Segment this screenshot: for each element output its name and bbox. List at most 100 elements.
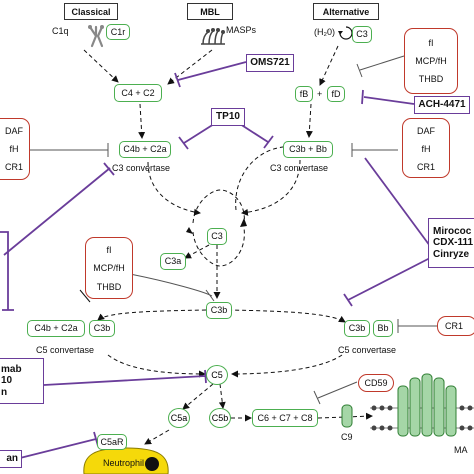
c9-label: C9 — [341, 432, 353, 442]
c1q-label: C1q — [52, 26, 69, 36]
tp10-inhibit-right — [239, 123, 274, 149]
alt-regulator-box: fI MCP/fH THBD — [404, 28, 458, 94]
right-reg-inhibit — [351, 143, 398, 157]
c5-left-c3b-box: C3b — [89, 320, 115, 337]
c3b-bb-box: C3b + Bb — [283, 141, 333, 158]
c3-center-box: C3 — [207, 228, 227, 245]
c4b-c2a-box: C4b + C2a — [119, 141, 171, 158]
left-drug-box: mab 10 n — [0, 358, 44, 404]
regulator-cd59: CD59 — [364, 378, 388, 388]
left-bottom-drug-line — [43, 369, 207, 386]
tp10-inhibit-left — [178, 123, 215, 150]
regulator-daf: DAF — [5, 126, 23, 136]
oms721-inhibit — [174, 61, 247, 88]
mac-label: MA — [454, 445, 468, 455]
neutrophil-label: Neutrophil — [103, 458, 145, 468]
alt-reg-inhibit — [356, 55, 405, 78]
c5-to-c5b-arrow — [218, 383, 226, 409]
regulator-fi-center: fI — [106, 245, 112, 255]
c5-right-bb-box: Bb — [373, 320, 393, 337]
oms721-drug-box: OMS721 — [246, 54, 294, 72]
masps-to-c4c2-arrow — [167, 49, 213, 85]
c4c2-to-c4bc2a-arrow — [138, 103, 146, 139]
mbl-pathway-label: MBL — [187, 3, 233, 20]
c1-to-c4c2-arrow — [83, 49, 119, 83]
center-regulator-box: fI MCP/fH THBD — [85, 237, 133, 299]
c3conv-left-arrow — [147, 161, 201, 216]
c5a-to-receptor-arrow — [144, 429, 170, 445]
c3-to-fb-arrow — [319, 45, 339, 86]
c6-c7-c8-box: C6 + C7 + C8 — [252, 409, 318, 427]
c3-convertase-left-label: C3 convertase — [112, 163, 171, 173]
fb-fd-plus: + — [317, 89, 323, 99]
c5-convertase-left-label: C5 convertase — [36, 345, 95, 355]
alternative-pathway-label: Alternative — [313, 3, 379, 20]
c3-convertase-right-label: C3 convertase — [270, 163, 329, 173]
c6c8-to-mac-arrow — [317, 412, 373, 420]
regulator-mcp-fh-center: MCP/fH — [93, 263, 125, 273]
c5b-circle: C5b — [209, 408, 231, 428]
c4-c2-box: C4 + C2 — [114, 84, 162, 102]
c5-convertase-right-label: C5 convertase — [338, 345, 397, 355]
cycle-arrowhead-left — [186, 227, 193, 234]
left-reg-inhibit — [30, 143, 109, 157]
c5conv-right-to-c5-arrow — [231, 354, 343, 378]
tickover-cycle-icon — [338, 26, 353, 40]
c9-cylinder-icon — [341, 404, 353, 428]
c3-cycle-arrow-top — [192, 189, 245, 226]
regulator-thbd: THBD — [418, 74, 444, 84]
c1q-icon — [88, 25, 104, 48]
drug-mirococ: Mirococ — [433, 226, 472, 238]
cd59-regulator-box: CD59 — [358, 374, 394, 392]
regulator-mcp-fh: MCP/fH — [415, 56, 447, 66]
cr1-regulator-box: CR1 — [437, 316, 474, 336]
masps-label: MASPs — [226, 25, 257, 35]
c5-circle: C5 — [206, 365, 228, 385]
cycle-arrowhead-right — [240, 218, 247, 227]
ach4471-drug-box: ACH-4471 — [414, 96, 470, 114]
neutrophil-icon — [83, 447, 169, 474]
c3-to-c3a-arrow — [184, 244, 210, 259]
c3b-box: C3b — [206, 302, 232, 319]
left-drug-line-1 — [0, 231, 14, 311]
h2o-label: (H₂0) — [314, 27, 335, 37]
drug-cinryze: Cinryze — [433, 248, 470, 260]
c3conv-right-arrow — [241, 159, 301, 216]
c3b-to-c5conv-left-arrow — [97, 309, 207, 321]
regulator-cr1-bottom: CR1 — [444, 321, 463, 331]
c1r-box: C1r — [106, 24, 130, 40]
drug-cdx: CDX-111 — [433, 237, 474, 249]
mbl-icon — [201, 28, 225, 45]
regulator-daf-right: DAF — [417, 126, 435, 136]
right-drug-box: Mirococ CDX-111 Cinryze — [428, 218, 474, 268]
c3-cycle-arrow — [192, 227, 245, 267]
c3a-box: C3a — [160, 253, 186, 270]
drug-10: 10 — [1, 375, 13, 387]
classical-pathway-label: Classical — [64, 3, 118, 20]
left-regulator-box: DAF fH CR1 — [0, 118, 30, 180]
drug-mab: mab — [1, 364, 22, 376]
fb-box: fB — [295, 86, 313, 102]
right-regulator-box: DAF fH CR1 — [402, 118, 450, 178]
regulator-cr1-right: CR1 — [416, 162, 435, 172]
center-reg-inhibit — [129, 273, 215, 302]
c5-to-c5a-arrow — [182, 383, 214, 410]
regulator-fi: fI — [428, 38, 434, 48]
fd-box: fD — [327, 86, 345, 102]
c5-right-c3b-box: C3b — [344, 320, 370, 337]
left-drug-line-2 — [3, 162, 115, 256]
c5ar-receptor-box: C5aR — [97, 434, 127, 450]
left-bottom-drug-box: an — [0, 450, 22, 468]
right-drug-line-2 — [343, 257, 431, 307]
right-drug-line-1 — [364, 157, 431, 247]
regulator-fh-right: fH — [421, 144, 431, 154]
tp10-drug-box: TP10 — [211, 108, 245, 126]
regulator-cr1: CR1 — [4, 162, 23, 172]
c5conv-left-to-c5-arrow — [107, 354, 206, 378]
c5a-circle: C5a — [168, 408, 190, 428]
drug-n: n — [1, 386, 8, 398]
regulator-fh: fH — [9, 144, 19, 154]
fbfd-to-c3bbb-arrow — [305, 103, 313, 138]
cr1-inhibit — [397, 319, 437, 333]
